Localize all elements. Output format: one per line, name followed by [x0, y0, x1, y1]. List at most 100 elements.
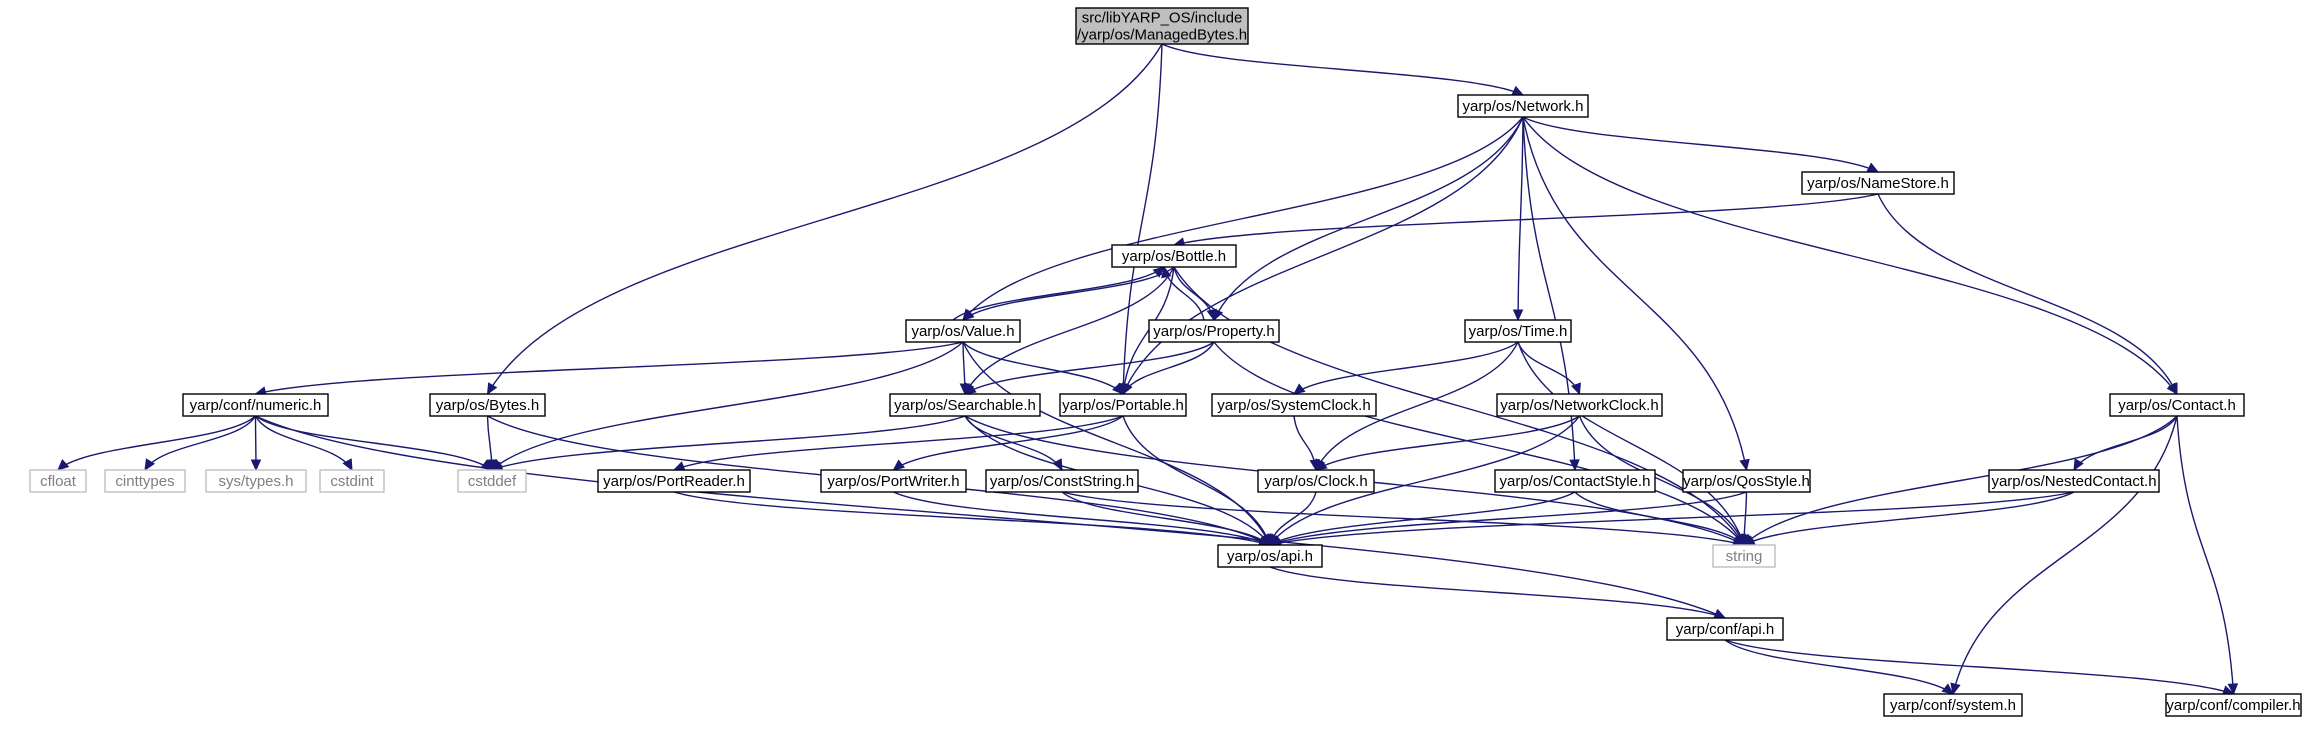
edge-nestedcontact-to-string: [1743, 491, 2075, 546]
arrowhead-network-to-time: [1512, 309, 1524, 322]
arrowhead-bottle-to-value: [962, 309, 975, 321]
node-time-label: yarp/os/Time.h: [1469, 323, 1568, 340]
edge-contact-to-string: [1743, 415, 2178, 546]
node-systemclock-label: yarp/os/SystemClock.h: [1217, 397, 1370, 414]
node-numeric-box: [182, 393, 329, 417]
node-network-box: [1457, 94, 1589, 118]
node-bytes[interactable]: yarp/os/Bytes.h: [429, 393, 546, 417]
edge-network-to-contactstyle: [1522, 116, 1576, 471]
node-confapi-label: yarp/conf/api.h: [1676, 621, 1774, 638]
edge-contact-to-compiler: [2176, 415, 2235, 695]
edge-portable-to-portwriter: [893, 415, 1124, 471]
node-confapi-box: [1666, 617, 1784, 641]
node-conststring[interactable]: yarp/os/ConstString.h: [985, 469, 1139, 493]
arrowhead-numeric-to-cfloat: [57, 459, 70, 471]
node-osapi-box: [1217, 544, 1323, 568]
node-string-box: [1712, 544, 1776, 568]
node-portable[interactable]: yarp/os/Portable.h: [1059, 393, 1187, 417]
node-portwriter[interactable]: yarp/os/PortWriter.h: [820, 469, 967, 493]
node-compiler[interactable]: yarp/conf/compiler.h: [2165, 693, 2302, 717]
node-cstdint-label: cstdint: [330, 473, 374, 490]
edge-nestedcontact-to-osapi: [1269, 491, 2075, 546]
edge-value-to-cstddef: [491, 341, 964, 471]
edge-confapi-to-compiler: [1724, 639, 2234, 695]
node-networkclock[interactable]: yarp/os/NetworkClock.h: [1496, 393, 1663, 417]
node-system-label: yarp/conf/system.h: [1890, 697, 2016, 714]
node-numeric[interactable]: yarp/conf/numeric.h: [182, 393, 329, 417]
edge-conststring-to-string: [1061, 491, 1745, 546]
node-clock-label: yarp/os/Clock.h: [1264, 473, 1367, 490]
node-systypes-label: sys/types.h: [218, 473, 293, 490]
node-bytes-box: [429, 393, 546, 417]
node-time[interactable]: yarp/os/Time.h: [1464, 319, 1572, 343]
node-conststring-label: yarp/os/ConstString.h: [990, 473, 1134, 490]
node-portable-label: yarp/os/Portable.h: [1062, 397, 1184, 414]
node-nestedcontact-label: yarp/os/NestedContact.h: [1991, 473, 2156, 490]
edges-layer: [57, 43, 2239, 696]
edge-numeric-to-cinttypes: [144, 415, 257, 471]
node-networkclock-label: yarp/os/NetworkClock.h: [1500, 397, 1658, 414]
edge-time-to-systemclock: [1293, 341, 1519, 395]
node-contactstyle-box: [1494, 469, 1656, 493]
node-systemclock[interactable]: yarp/os/SystemClock.h: [1211, 393, 1377, 417]
edge-value-to-portable: [962, 341, 1124, 395]
edge-contactstyle-to-osapi: [1269, 491, 1576, 546]
node-network-label: yarp/os/Network.h: [1463, 98, 1584, 115]
node-bottle-label: yarp/os/Bottle.h: [1122, 248, 1226, 265]
arrowhead-numeric-to-cinttypes: [144, 458, 155, 472]
node-conststring-box: [985, 469, 1139, 493]
node-searchable[interactable]: yarp/os/Searchable.h: [889, 393, 1041, 417]
edge-bottle-to-value: [962, 266, 1175, 321]
edge-conststring-to-osapi: [1061, 491, 1271, 546]
edge-qosstyle-to-osapi: [1269, 491, 1747, 546]
edge-searchable-to-cstddef: [491, 415, 966, 471]
arrowhead-root-to-bytes: [486, 382, 498, 396]
node-cstdint-box: [319, 469, 385, 493]
arrowhead-value-to-portable: [1112, 382, 1124, 395]
edge-portreader-to-osapi: [673, 491, 1271, 546]
node-root[interactable]: src/libYARP_OS/include/yarp/os/ManagedBy…: [1075, 7, 1249, 45]
node-nestedcontact[interactable]: yarp/os/NestedContact.h: [1988, 469, 2160, 493]
node-value[interactable]: yarp/os/Value.h: [905, 319, 1021, 343]
node-root-label: /yarp/os/ManagedBytes.h: [1077, 27, 1247, 44]
arrowhead-network-to-namestore: [1866, 162, 1880, 173]
edge-network-to-time: [1517, 116, 1524, 321]
arrowhead-qosstyle-to-string: [1738, 534, 1750, 547]
arrowhead-time-to-systemclock: [1293, 383, 1306, 395]
node-cfloat-label: cfloat: [40, 473, 77, 490]
arrowhead-property-to-searchable: [964, 383, 977, 395]
edge-property-to-string: [1213, 341, 1745, 546]
edge-numeric-to-cstddef: [255, 415, 493, 471]
node-clock[interactable]: yarp/os/Clock.h: [1257, 469, 1375, 493]
edge-namestore-to-contact: [1877, 193, 2178, 395]
node-time-box: [1464, 319, 1572, 343]
node-systemclock-box: [1211, 393, 1377, 417]
node-property-label: yarp/os/Property.h: [1153, 323, 1274, 340]
arrowhead-confapi-to-system: [1941, 683, 1954, 695]
node-contact[interactable]: yarp/os/Contact.h: [2109, 393, 2245, 417]
arrowhead-networkclock-to-clock: [1314, 459, 1328, 471]
edge-confapi-to-system: [1724, 639, 1954, 695]
node-cfloat-box: [29, 469, 87, 493]
node-system-box: [1883, 693, 2023, 717]
node-property[interactable]: yarp/os/Property.h: [1148, 319, 1280, 343]
node-systypes-box: [205, 469, 307, 493]
edge-contact-to-nestedcontact: [2073, 415, 2178, 471]
node-confapi[interactable]: yarp/conf/api.h: [1666, 617, 1784, 641]
node-network[interactable]: yarp/os/Network.h: [1457, 94, 1589, 118]
edge-network-to-portable: [1122, 116, 1524, 395]
node-osapi[interactable]: yarp/os/api.h: [1217, 544, 1323, 568]
node-cinttypes-label: cinttypes: [115, 473, 174, 490]
node-contactstyle[interactable]: yarp/os/ContactStyle.h: [1494, 469, 1656, 493]
node-qosstyle[interactable]: yarp/os/QosStyle.h: [1682, 469, 1811, 493]
node-portreader[interactable]: yarp/os/PortReader.h: [597, 469, 751, 493]
arrowhead-numeric-to-systypes: [250, 459, 262, 472]
node-nestedcontact-box: [1988, 469, 2160, 493]
edge-network-to-contact: [1522, 116, 2178, 395]
edge-root-to-portable: [1122, 43, 1163, 395]
node-qosstyle-label: yarp/os/QosStyle.h: [1683, 473, 1810, 490]
node-bottle[interactable]: yarp/os/Bottle.h: [1111, 244, 1237, 268]
node-system[interactable]: yarp/conf/system.h: [1883, 693, 2023, 717]
node-namestore[interactable]: yarp/os/NameStore.h: [1801, 171, 1955, 195]
